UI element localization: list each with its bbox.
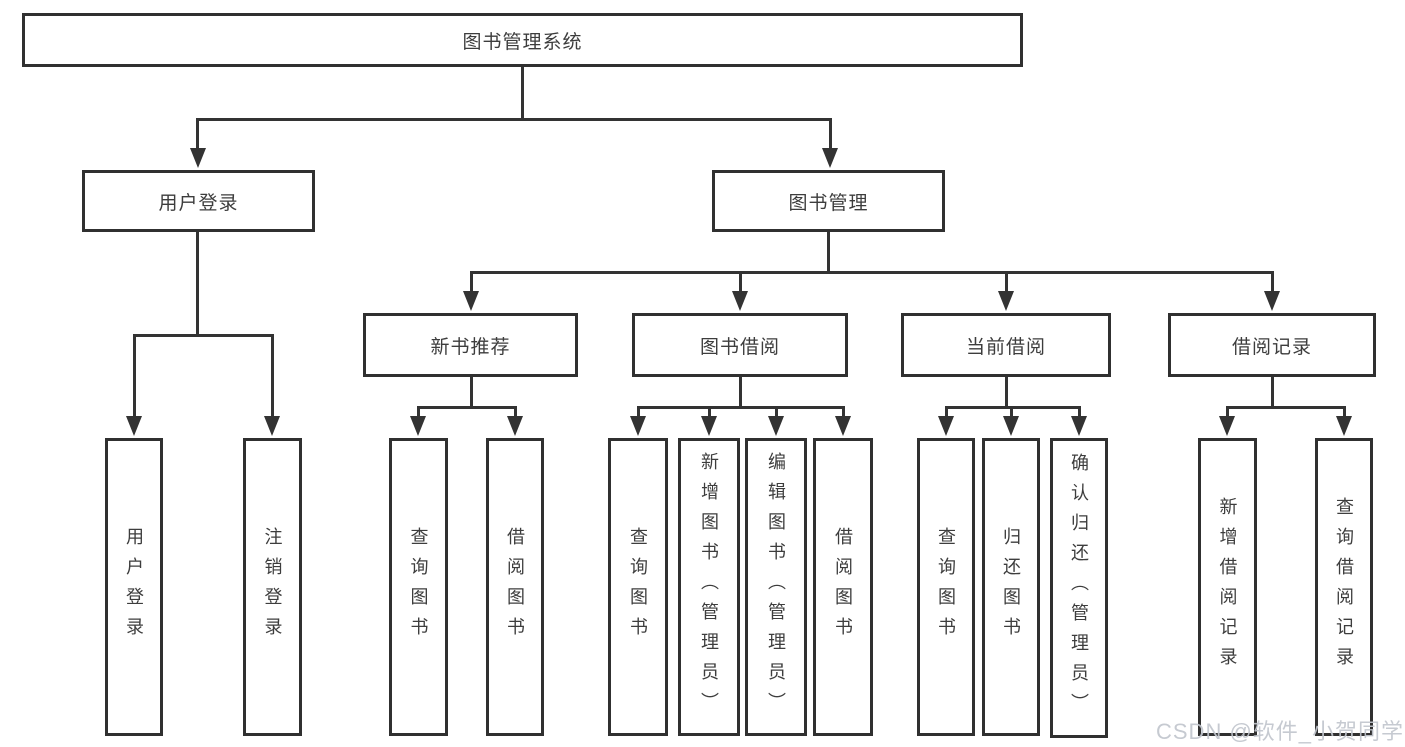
arrow-down-icon	[463, 291, 479, 311]
arrow-down-icon	[1336, 416, 1352, 436]
arrow-down-icon	[835, 416, 851, 436]
arrow-down-icon	[507, 416, 523, 436]
arrow-down-icon	[630, 416, 646, 436]
connector-user-login-rail	[133, 334, 274, 337]
connector-drop	[945, 408, 948, 418]
connector-drop	[1078, 408, 1081, 418]
arrow-down-icon	[822, 148, 838, 168]
arrow-down-icon	[1003, 416, 1019, 436]
connector-drop	[1005, 273, 1008, 295]
connector-drop	[1010, 408, 1013, 418]
connector-drop	[1271, 273, 1274, 295]
arrow-down-icon	[1264, 291, 1280, 311]
leaf-current-query-books: 查询图书	[917, 438, 975, 736]
connector-borrow-stem	[739, 377, 742, 408]
leaf-borrow-add-books-admin: 新增图书（管理员）	[678, 438, 740, 736]
node-borrow-records: 借阅记录	[1168, 313, 1376, 377]
connector-recommend-rail	[417, 406, 517, 409]
arrow-down-icon	[410, 416, 426, 436]
connector-drop	[637, 408, 640, 418]
leaf-current-confirm-return-admin: 确认归还（管理员）	[1050, 438, 1108, 738]
connector-drop	[417, 408, 420, 418]
connector-root-stem	[521, 67, 524, 120]
connector-current-stem	[1005, 377, 1008, 408]
connector-drop	[829, 120, 832, 150]
leaf-current-return-books: 归还图书	[982, 438, 1040, 736]
arrow-down-icon	[938, 416, 954, 436]
connector-drop	[470, 273, 473, 295]
arrow-down-icon	[126, 416, 142, 436]
leaf-recommend-borrow-books: 借阅图书	[486, 438, 544, 736]
connector-drop	[1226, 408, 1229, 418]
connector-drop	[514, 408, 517, 418]
arrow-down-icon	[998, 291, 1014, 311]
connector-book-mgmt-rail	[470, 271, 1274, 274]
node-user-login: 用户登录	[82, 170, 315, 232]
connector-current-rail	[945, 406, 1081, 409]
leaf-user-login: 用户登录	[105, 438, 163, 736]
leaf-borrow-query-books: 查询图书	[608, 438, 668, 736]
arrow-down-icon	[732, 291, 748, 311]
connector-user-login-stem	[196, 232, 199, 336]
csdn-watermark: CSDN @软件_小贺同学	[1156, 719, 1405, 744]
connector-records-rail	[1226, 406, 1346, 409]
leaf-records-add-record: 新增借阅记录	[1198, 438, 1257, 736]
connector-root-rail	[196, 118, 832, 121]
connector-drop	[1343, 408, 1346, 418]
connector-drop	[196, 120, 199, 150]
connector-drop	[133, 336, 136, 418]
arrow-down-icon	[264, 416, 280, 436]
leaf-recommend-query-books: 查询图书	[389, 438, 448, 736]
connector-drop	[842, 408, 845, 418]
leaf-borrow-edit-books-admin: 编辑图书（管理员）	[745, 438, 807, 736]
node-book-borrow: 图书借阅	[632, 313, 848, 377]
node-current-borrow: 当前借阅	[901, 313, 1111, 377]
arrow-down-icon	[1071, 416, 1087, 436]
arrow-down-icon	[190, 148, 206, 168]
arrow-down-icon	[768, 416, 784, 436]
connector-drop	[739, 273, 742, 295]
arrow-down-icon	[701, 416, 717, 436]
connector-records-stem	[1271, 377, 1274, 408]
leaf-borrow-borrow-books: 借阅图书	[813, 438, 873, 736]
leaf-records-query-record: 查询借阅记录	[1315, 438, 1373, 736]
node-new-book-recommend: 新书推荐	[363, 313, 578, 377]
connector-drop	[271, 336, 274, 418]
arrow-down-icon	[1219, 416, 1235, 436]
connector-drop	[708, 408, 711, 418]
connector-borrow-rail	[637, 406, 845, 409]
connector-drop	[775, 408, 778, 418]
leaf-logout: 注销登录	[243, 438, 302, 736]
node-library-system: 图书管理系统	[22, 13, 1023, 67]
connector-book-mgmt-stem	[827, 232, 830, 273]
node-book-management: 图书管理	[712, 170, 945, 232]
connector-recommend-stem	[470, 377, 473, 408]
